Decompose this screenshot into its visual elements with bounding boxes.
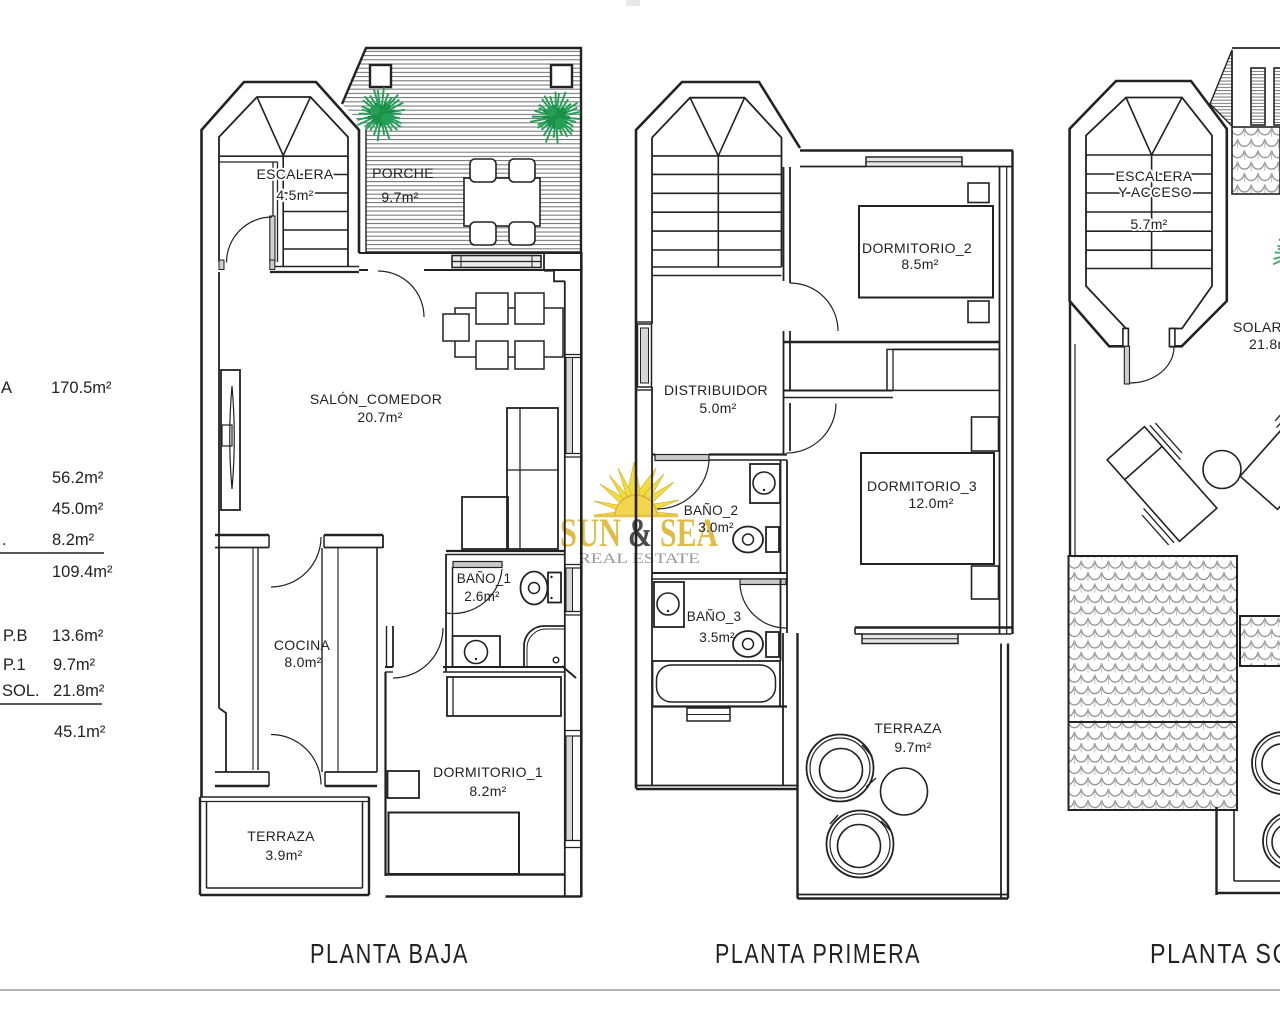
svg-text:BAÑO_1: BAÑO_1 [457,571,511,586]
svg-text:8.2m²: 8.2m² [52,531,95,549]
svg-text:9.7m²: 9.7m² [381,189,418,205]
svg-text:&: & [628,510,652,555]
svg-text:DORMITORIO_2: DORMITORIO_2 [862,240,972,256]
svg-text:3.9m²: 3.9m² [265,847,302,863]
svg-text:3.5m²: 3.5m² [699,630,735,645]
svg-text:PLANTA BAJA: PLANTA BAJA [310,938,469,969]
svg-text:COCINA: COCINA [274,637,331,653]
svg-text:ESCALERA: ESCALERA [256,166,333,182]
svg-text:TERRAZA: TERRAZA [874,720,942,736]
svg-text:13.6m²: 13.6m² [52,627,104,645]
svg-text:PORCHE: PORCHE [372,165,434,181]
svg-text:P.1: P.1 [3,656,26,674]
svg-text:DORMITORIO_1: DORMITORIO_1 [433,764,543,780]
svg-text:109.4m²: 109.4m² [52,563,113,581]
svg-text:45.1m²: 45.1m² [54,723,106,741]
svg-text:45.0m²: 45.0m² [52,500,104,518]
svg-text:9.7m²: 9.7m² [894,739,931,755]
svg-text:5.7m²: 5.7m² [1130,216,1167,232]
svg-text:BAÑO_2: BAÑO_2 [684,503,738,518]
svg-text:8.0m²: 8.0m² [284,654,321,670]
svg-text:9.7m²: 9.7m² [53,656,96,674]
svg-text:170.5m²: 170.5m² [51,379,112,397]
svg-text:12.0m²: 12.0m² [908,495,953,511]
svg-text:8.2m²: 8.2m² [469,783,506,799]
svg-text:SALÓN_COMEDOR: SALÓN_COMEDOR [310,391,442,407]
svg-text:4.5m²: 4.5m² [276,187,313,203]
svg-text:.: . [2,531,7,549]
svg-text:BAÑO_3: BAÑO_3 [687,609,741,624]
svg-text:P.B: P.B [3,627,27,645]
svg-text:SOL.: SOL. [2,682,40,700]
svg-text:REAL ESTATE: REAL ESTATE [578,551,700,567]
svg-text:SOLARIUM: SOLARIUM [1233,319,1280,335]
svg-text:3.0m²: 3.0m² [698,520,734,535]
svg-text:21.8m²: 21.8m² [1249,336,1280,352]
svg-text:56.2m²: 56.2m² [52,469,104,487]
svg-text:TERRAZA: TERRAZA [247,828,315,844]
svg-text:DISTRIBUIDOR: DISTRIBUIDOR [664,382,768,398]
svg-text:PLANTA SOLARIUM: PLANTA SOLARIUM [1150,938,1280,969]
svg-text:5.0m²: 5.0m² [699,400,736,416]
svg-text:ESCALERA: ESCALERA [1115,168,1192,184]
svg-text:PLANTA PRIMERA: PLANTA PRIMERA [715,938,921,969]
svg-text:DORMITORIO_3: DORMITORIO_3 [867,478,977,494]
svg-text:8.5m²: 8.5m² [901,256,938,272]
svg-text:SEA: SEA [660,510,718,555]
svg-text:SUN: SUN [560,510,621,555]
svg-text:Y ACCESO: Y ACCESO [1118,184,1192,200]
svg-text:20.7m²: 20.7m² [357,409,402,425]
svg-text:A: A [1,379,12,397]
svg-text:2.6m²: 2.6m² [464,589,500,604]
svg-text:21.8m²: 21.8m² [53,682,105,700]
